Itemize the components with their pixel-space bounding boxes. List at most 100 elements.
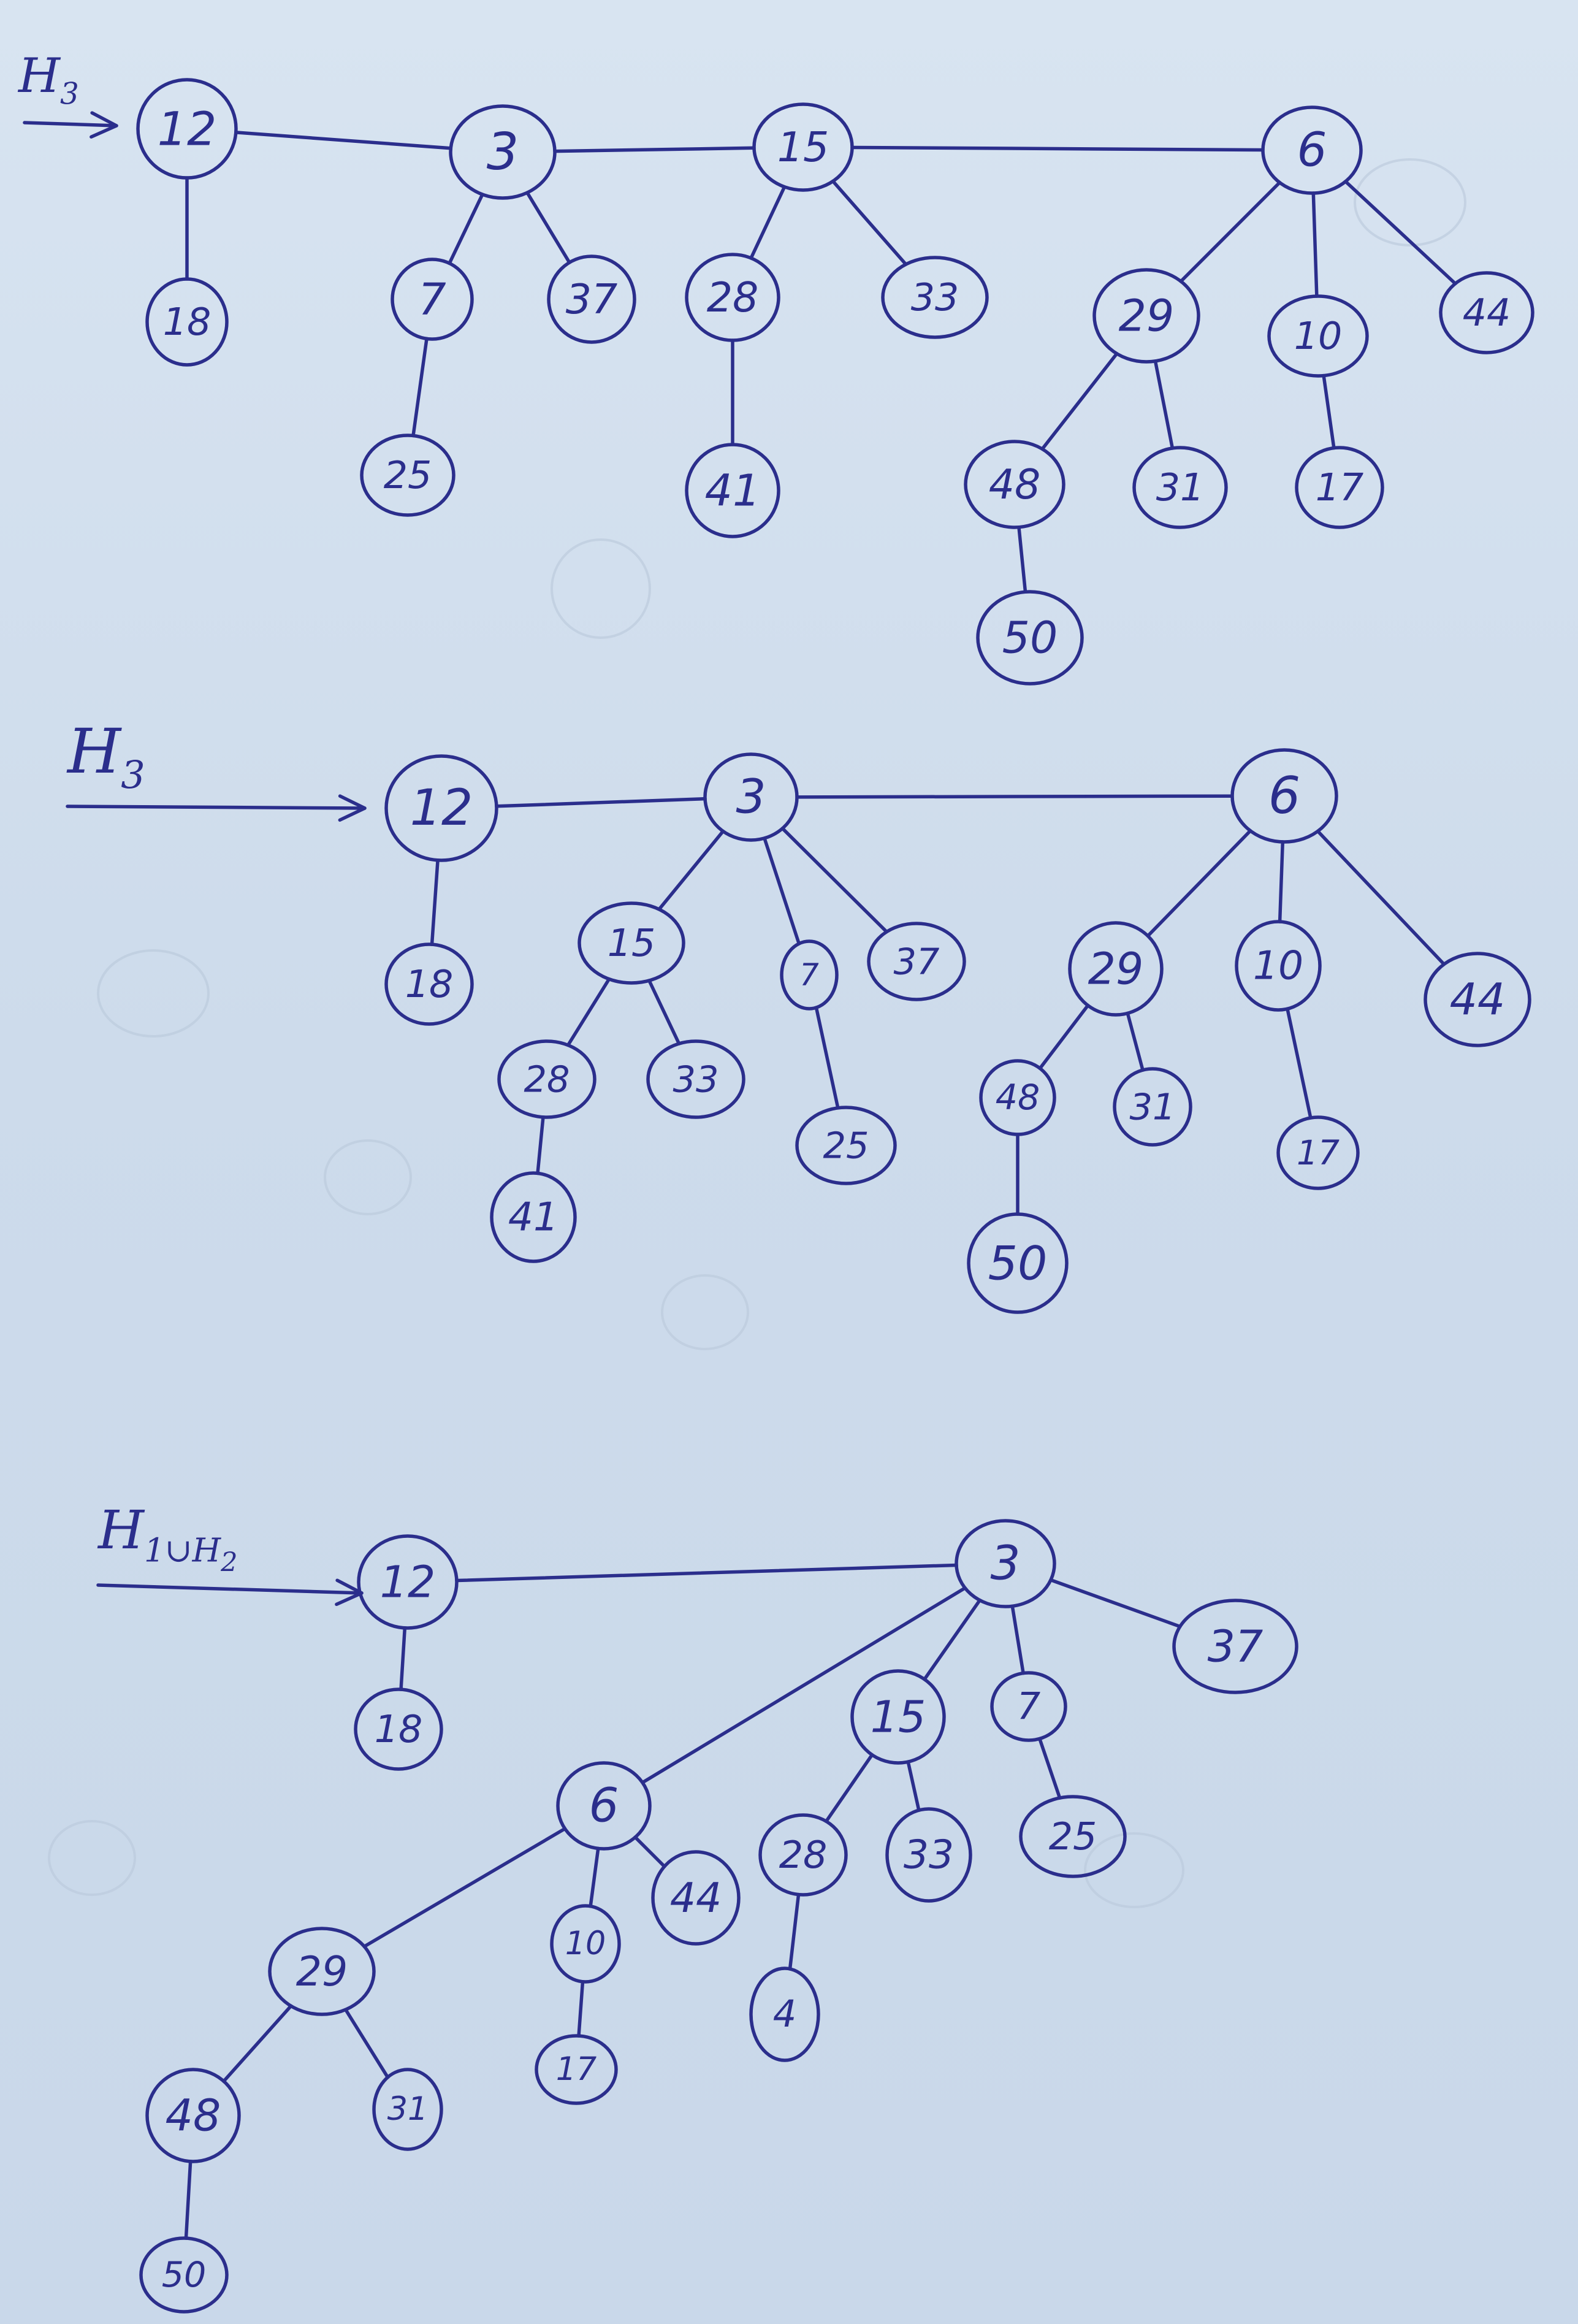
node-circle: [651, 1850, 741, 1946]
node-key: 44: [1463, 291, 1511, 335]
node-circle: [449, 104, 557, 200]
heap-node: 41: [490, 1171, 577, 1263]
node-circle: [145, 2068, 241, 2163]
heap-node: 6: [1261, 105, 1363, 195]
tree-edge: [536, 1115, 545, 1175]
node-circle: [1068, 921, 1164, 1017]
heap-node: 44: [1424, 952, 1531, 1047]
node-key: 7: [418, 274, 446, 325]
node-circle: [556, 1761, 652, 1851]
node-circle: [1092, 268, 1200, 364]
node-key: 29: [1119, 291, 1175, 342]
heap-node: 29: [1092, 268, 1200, 364]
node-circle: [850, 1669, 946, 1765]
node-key: 6: [589, 1779, 619, 1833]
pointer-arrow: [23, 111, 118, 139]
node-circle: [490, 1171, 577, 1263]
node-circle: [145, 277, 229, 367]
tree-edge: [448, 193, 484, 266]
node-key: 15: [608, 921, 656, 965]
tree-edge: [657, 829, 725, 911]
heap-node: 12: [136, 78, 238, 180]
node-circle: [577, 901, 685, 985]
node-circle: [372, 2068, 443, 2151]
heap-node: 37: [547, 254, 636, 344]
node-circle: [795, 1106, 897, 1185]
heap-node: 33: [646, 1039, 745, 1119]
tree-edge: [763, 836, 801, 946]
heap-node: 48: [979, 1059, 1056, 1136]
tree-edge: [1153, 359, 1175, 450]
node-circle: [758, 1813, 848, 1897]
node-key: 15: [777, 123, 829, 171]
node-circle: [780, 939, 839, 1011]
tree-edge: [1017, 525, 1027, 594]
node-key: 44: [1450, 974, 1506, 1025]
heap-node: 44: [1439, 271, 1534, 354]
tree-edge: [1146, 829, 1252, 938]
root-list-link: [795, 794, 1234, 799]
node-key: 37: [1208, 1621, 1264, 1672]
node-key: 50: [162, 2255, 207, 2295]
heap-label-sub: 3: [121, 752, 145, 797]
node-key: 25: [384, 453, 432, 497]
node-key: 18: [163, 300, 212, 344]
node-key: 33: [673, 1058, 719, 1101]
heap-node: 31: [1113, 1067, 1192, 1147]
node-key: 31: [387, 2091, 429, 2128]
tree-edge: [814, 1006, 840, 1110]
tree-edge: [399, 1626, 407, 1691]
node-key: 50: [1002, 613, 1058, 663]
heap-node: 31: [1132, 446, 1228, 529]
node-key: 41: [508, 1194, 558, 1240]
node-key: 48: [996, 1077, 1040, 1118]
node-circle: [139, 2236, 229, 2314]
heap-node: 28: [758, 1813, 848, 1897]
heap-node: 18: [384, 942, 474, 1026]
heap-node: 3: [955, 1519, 1056, 1608]
heap-node: 29: [1068, 921, 1164, 1017]
tree-edge: [1049, 1578, 1182, 1629]
node-key: 31: [1130, 1086, 1176, 1128]
node-key: 3: [991, 1537, 1021, 1591]
tree-edge: [749, 185, 787, 260]
heap-node: 18: [145, 277, 229, 367]
node-circle: [685, 253, 780, 342]
node-circle: [547, 254, 636, 344]
heap-node: 10: [1267, 294, 1369, 378]
node-circle: [867, 922, 966, 1001]
heap-node: 17: [535, 2034, 618, 2105]
heap-node: 7: [780, 939, 839, 1011]
tree-edge: [1126, 1011, 1145, 1072]
node-key: 28: [707, 273, 759, 321]
node-circle: [976, 590, 1084, 686]
node-circle: [964, 440, 1065, 529]
node-key: 4: [773, 1993, 797, 2036]
heap-node: 3: [703, 752, 799, 842]
heap-node: 15: [752, 102, 854, 192]
node-circle: [384, 942, 474, 1026]
node-key: 29: [1088, 944, 1144, 995]
heap-node: 29: [268, 1927, 376, 2016]
node-key: 48: [989, 461, 1041, 508]
tree-edge: [411, 337, 429, 438]
tree-edge: [788, 1892, 801, 1971]
tree-edge: [362, 1827, 567, 1949]
node-key: 12: [380, 1557, 436, 1608]
node-circle: [354, 1688, 443, 1771]
node-circle: [1235, 920, 1322, 1012]
node-circle: [749, 1967, 820, 2062]
tree-edge: [1179, 180, 1282, 283]
node-circle: [703, 752, 799, 842]
heap-node: 37: [1172, 1599, 1298, 1694]
tree-edge: [1278, 840, 1285, 923]
arrow-head-icon: [338, 794, 367, 822]
node-key: 12: [410, 779, 473, 837]
root-list-link: [455, 1563, 958, 1583]
node-key: 12: [158, 102, 217, 156]
tree-edge: [1286, 1007, 1313, 1120]
node-circle: [955, 1519, 1056, 1608]
